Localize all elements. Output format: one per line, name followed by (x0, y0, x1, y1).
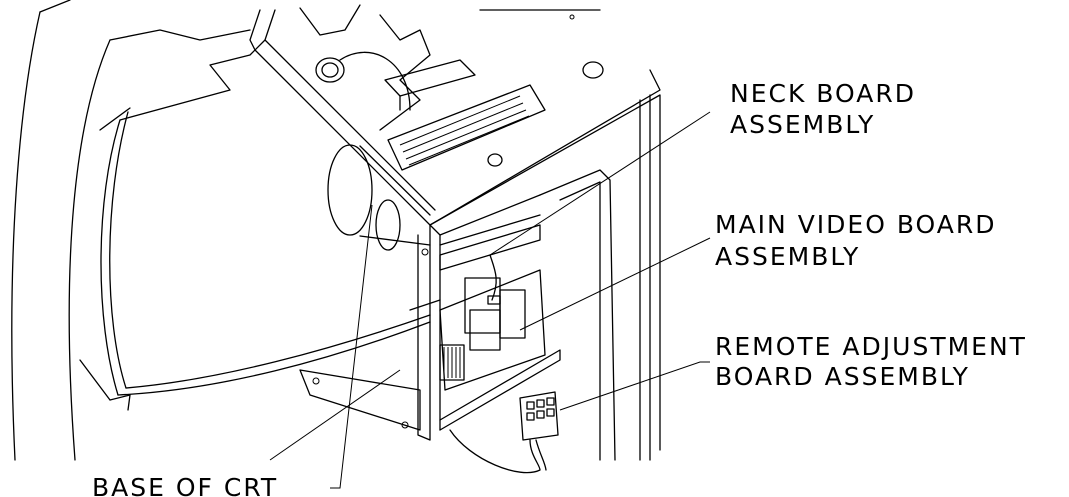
top-bracket (249, 4, 661, 226)
heatsink (439, 344, 465, 381)
leader-remote-adj (559, 361, 710, 411)
callout-labels: NECK BOARD ASSEMBLY MAIN VIDEO BOARD ASS… (92, 79, 1027, 497)
crt-tube (79, 9, 431, 411)
leader-main-video (519, 237, 711, 331)
leader-base-crt-1 (269, 369, 401, 461)
label-base-of-crt: BASE OF CRT (92, 473, 278, 497)
label-remote-adj-2: BOARD ASSEMBLY (715, 362, 970, 391)
label-neck-board-1: NECK BOARD (730, 79, 916, 108)
video-board (439, 224, 546, 391)
chassis-frame (417, 94, 661, 461)
crt-neck (315, 51, 431, 251)
label-neck-board-2: ASSEMBLY (730, 110, 875, 139)
label-remote-adj-1: REMOTE ADJUSTMENT (715, 332, 1027, 361)
label-main-video-2: ASSEMBLY (715, 242, 860, 271)
remote-adjustment-board (449, 391, 559, 474)
leader-lines (269, 111, 711, 489)
label-main-video-1: MAIN VIDEO BOARD (715, 210, 997, 239)
vent-grille (387, 84, 546, 171)
leader-neck-board (489, 111, 711, 256)
leader-base-crt-2 (330, 204, 373, 489)
cabinet-left-panel (11, 0, 111, 461)
